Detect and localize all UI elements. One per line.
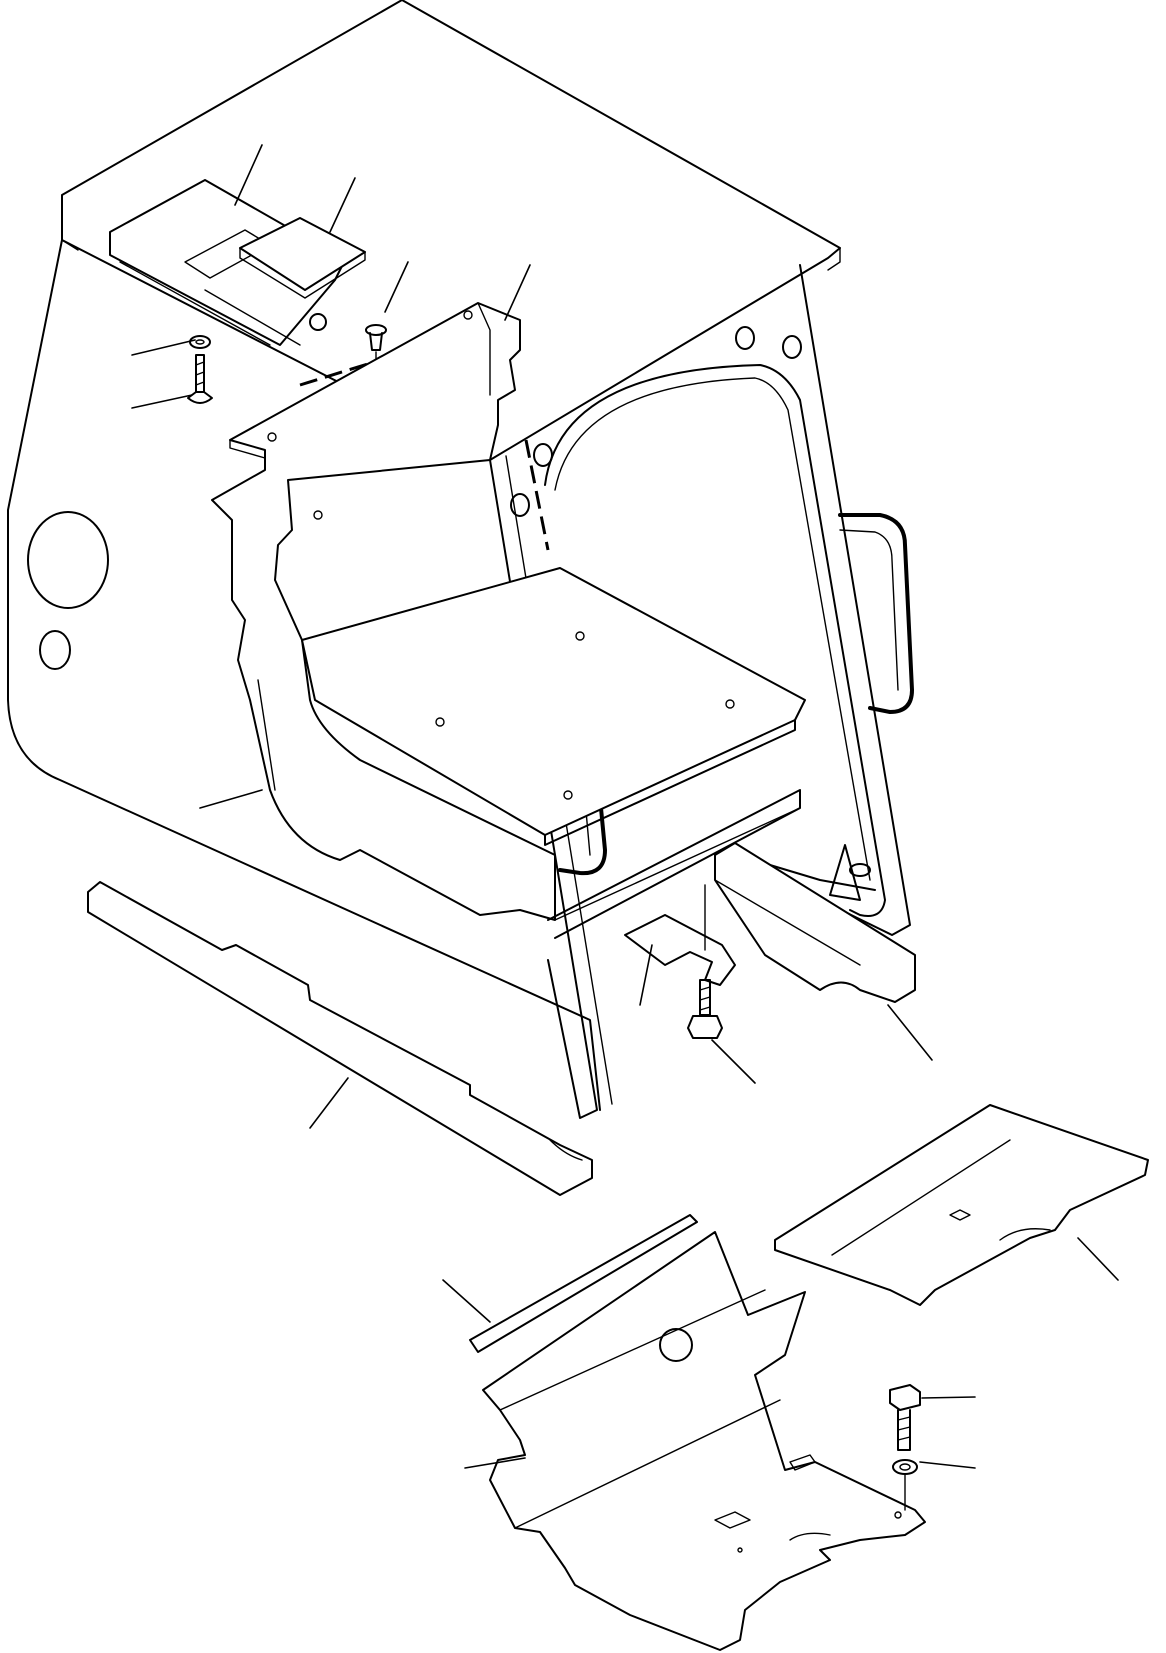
hex-bolt-bracket <box>687 979 723 1039</box>
leader-3 <box>384 261 409 313</box>
floor-plate-right <box>774 1104 1149 1306</box>
washer-top <box>189 335 211 349</box>
leader-5 <box>131 339 196 356</box>
inner-side-panel <box>211 302 556 921</box>
leader-13 <box>442 1279 491 1323</box>
bottom-right-rail <box>714 842 916 1003</box>
leader-14 <box>464 1457 526 1469</box>
leader-4 <box>504 264 531 321</box>
leader-11 <box>309 1077 349 1129</box>
hex-bolt-lower <box>889 1384 921 1451</box>
leader-15 <box>921 1396 976 1399</box>
leader-2 <box>329 177 356 233</box>
leader-12 <box>1077 1237 1119 1281</box>
screw-top <box>187 354 213 404</box>
leader-8 <box>639 944 653 1006</box>
leader-16 <box>919 1461 976 1469</box>
leader-6 <box>131 394 193 409</box>
fuse-box-cover-main <box>109 179 346 346</box>
leader-10 <box>887 1004 933 1061</box>
bottom-left-rail <box>87 881 593 1196</box>
leader-7 <box>199 789 263 809</box>
fuse-box-cover-small <box>239 217 366 299</box>
washer-lower <box>892 1459 918 1511</box>
seal-strip <box>469 1214 698 1353</box>
leader-lines <box>131 144 1119 1469</box>
mounting-bracket <box>624 884 736 986</box>
leader-9 <box>711 1039 756 1084</box>
leader-1 <box>234 144 263 206</box>
floor-mat-lower <box>482 1231 926 1651</box>
seat-base-panel <box>301 567 806 939</box>
